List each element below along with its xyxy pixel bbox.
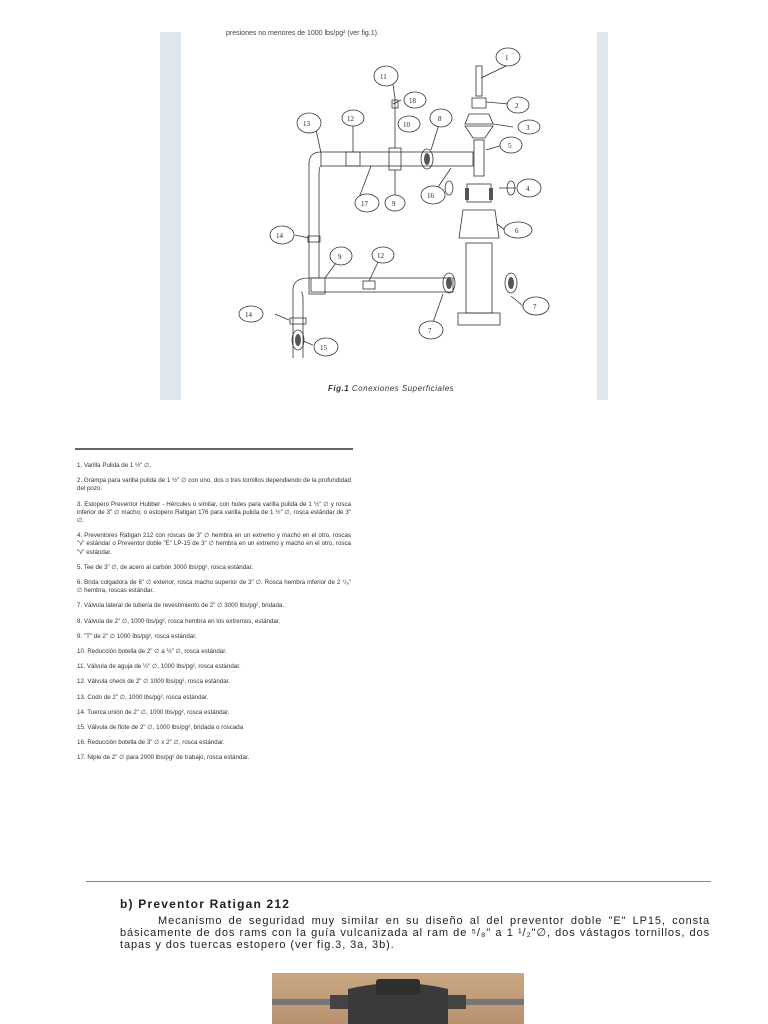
svg-text:10: 10 bbox=[403, 121, 411, 129]
svg-text:1: 1 bbox=[505, 54, 509, 62]
callout-13 bbox=[296, 112, 322, 134]
legend-item: 3. Estopero Preventor Hubber - Hércules … bbox=[77, 500, 351, 525]
svg-text:9: 9 bbox=[338, 253, 342, 261]
callout-10 bbox=[397, 115, 421, 133]
legend-item: 10. Reducción botella de 2" ∅ a ½" ∅, ro… bbox=[77, 648, 227, 656]
svg-text:11: 11 bbox=[380, 73, 387, 81]
svg-text:12: 12 bbox=[347, 115, 355, 123]
preventer-photo bbox=[272, 973, 524, 1024]
callout-9a bbox=[384, 194, 406, 212]
svg-text:4: 4 bbox=[526, 185, 530, 193]
legend-item: 8. Válvula de 2" ∅, 1000 lbs/pg², rosca … bbox=[77, 617, 281, 625]
svg-text:12: 12 bbox=[377, 252, 385, 260]
svg-text:17: 17 bbox=[361, 200, 369, 208]
svg-text:16: 16 bbox=[427, 192, 435, 200]
callout-8 bbox=[429, 108, 453, 128]
svg-text:8: 8 bbox=[438, 115, 442, 123]
divider-top bbox=[75, 448, 353, 450]
svg-text:7: 7 bbox=[428, 327, 432, 335]
callout-12b bbox=[371, 246, 395, 264]
callout-5 bbox=[499, 136, 523, 154]
callout-18 bbox=[403, 91, 427, 109]
legend-item: 16. Reducción botella de 3" ∅ x 2" ∅, ro… bbox=[77, 739, 225, 747]
callout-15 bbox=[313, 337, 339, 357]
legend-item: 12. Válvula check de 2" ∅ 1000 lbs/pg², … bbox=[77, 678, 231, 686]
callout-17 bbox=[354, 193, 380, 213]
legend-item: 13. Codo de 2" ∅, 1000 lbs/pg², rosca es… bbox=[77, 693, 209, 701]
surface-connections-diagram: 1 2 3 5 4 6 7 7 8 9 9 10 11 12 12 13 14 … bbox=[238, 47, 550, 358]
figure-caption: Fig.1 Conexiones Superficiales bbox=[328, 384, 454, 393]
legend-item: 6. Brida colgadora de 6" ∅ exterior, ros… bbox=[77, 579, 351, 595]
legend-item: 5. Tee de 3" ∅, de acero al carbón 3000 … bbox=[77, 563, 254, 571]
callout-11 bbox=[373, 65, 399, 87]
legend-item: 4. Preventores Ratigan 212 con roscas de… bbox=[77, 532, 351, 556]
figure-caption-prefix: Fig.1 bbox=[328, 384, 350, 393]
parts-legend: 1. Varilla Pulida de 1 ½" ∅. 2. Grampa p… bbox=[77, 462, 351, 770]
callout-9b bbox=[329, 246, 353, 266]
callout-2 bbox=[506, 96, 530, 114]
section-body: Mecanismo de seguridad muy similar en su… bbox=[120, 915, 710, 951]
header-fragment: presiones no menores de 1000 lbs/pg² (ve… bbox=[226, 30, 379, 37]
svg-text:14: 14 bbox=[245, 311, 253, 319]
figure-caption-text: Conexiones Superficiales bbox=[351, 384, 455, 393]
callout-3 bbox=[517, 119, 541, 135]
divider-section bbox=[86, 881, 711, 882]
legend-item: 14. Tuerca unión de 2" ∅, 1000 lbs/pg², … bbox=[77, 708, 230, 716]
svg-text:13: 13 bbox=[303, 120, 311, 128]
callout-16 bbox=[420, 185, 446, 205]
callout-7b bbox=[418, 320, 444, 340]
legend-item: 17. Niple de 2" ∅ para 2000 lbs/pg² de t… bbox=[77, 754, 250, 762]
svg-text:2: 2 bbox=[515, 102, 519, 110]
callout-14a bbox=[269, 225, 295, 245]
svg-text:5: 5 bbox=[508, 142, 512, 150]
svg-text:14: 14 bbox=[276, 232, 284, 240]
svg-text:9: 9 bbox=[392, 200, 396, 208]
callout-6 bbox=[503, 221, 533, 239]
svg-text:18: 18 bbox=[409, 97, 417, 105]
callout-14b bbox=[238, 305, 264, 323]
callout-4 bbox=[516, 178, 542, 198]
svg-text:15: 15 bbox=[320, 344, 328, 352]
svg-text:7: 7 bbox=[533, 303, 537, 311]
section-title: b) Preventor Ratigan 212 bbox=[120, 897, 291, 911]
callout-1 bbox=[495, 47, 521, 67]
legend-item: 7. Válvula lateral de tubería de revesti… bbox=[77, 602, 285, 610]
callout-7a bbox=[522, 296, 550, 316]
svg-text:3: 3 bbox=[526, 124, 530, 132]
legend-item: 2. Grampa para varilla pulida de 1 ½" ∅ … bbox=[77, 477, 351, 493]
legend-item: 11. Válvula de aguja de ½" ∅, 1000 lbs/p… bbox=[77, 663, 241, 671]
legend-item: 15. Válvula de flote de 2" ∅, 1000 lbs/p… bbox=[77, 724, 244, 732]
legend-item: 1. Varilla Pulida de 1 ½" ∅. bbox=[77, 462, 152, 469]
callout-12a bbox=[341, 109, 365, 127]
legend-item: 9. "T" de 2" ∅ 1000 lbs/pg², rosca están… bbox=[77, 632, 197, 640]
document-sheet bbox=[181, 32, 597, 400]
svg-text:6: 6 bbox=[515, 227, 519, 235]
